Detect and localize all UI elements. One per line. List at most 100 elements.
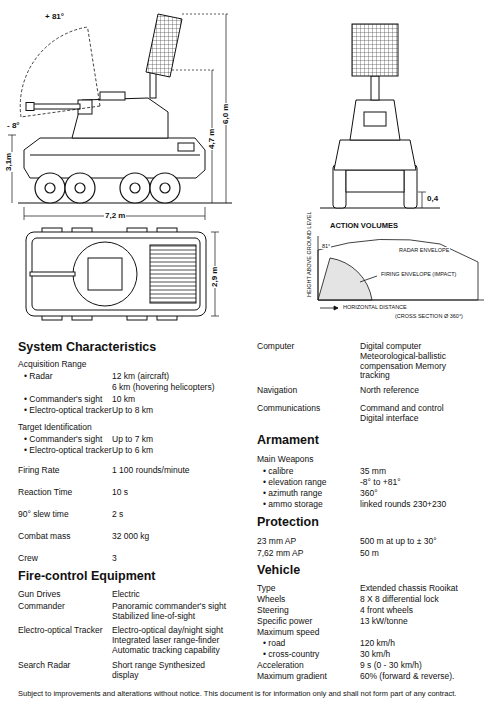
spec-text: • Electro-optical tracker [24,446,112,456]
spec-text: 10 s [112,488,128,498]
spec-text: • calibre [263,467,293,477]
spec-text: Gun Drives [18,590,61,600]
spec-text: Extended chassis Rooikat [360,584,458,594]
section-heading: Armament [257,433,319,447]
wheels [35,173,180,203]
turret-roof [88,258,122,290]
spec-text: Command and control Digital interface [360,404,455,424]
wheel [120,173,150,203]
spec-text: Wheels [257,595,285,605]
spec-text: Panoramic commander's sight Stabilized l… [112,602,237,622]
spec-text: Target Identification [18,423,92,433]
gun-barrel [30,272,75,276]
spec-text: Up to 6 km [112,446,153,456]
spec-text: 3 [112,554,117,564]
dimension-label: 2,9 m [210,266,219,288]
radar-antenna [352,24,398,76]
sight [100,92,125,100]
spec-text: Short range Synthesized display [112,661,207,681]
elevation-arc [20,27,87,117]
dim-tick [205,207,206,220]
front-view [320,24,440,208]
spec-text: Maximum gradient [257,672,327,682]
spec-text: • azimuth range [263,489,322,499]
axis [318,236,319,300]
hub [45,183,55,193]
spec-text: • Electro-optical tracker [24,406,112,416]
depression-line [21,106,100,117]
figure-heading: ACTION VOLUMES [330,222,398,231]
spec-text: Acquisition Range [18,360,87,370]
spec-text: 1 100 rounds/minute [112,466,190,476]
dimension-label: 3,1m [4,152,13,172]
dimension-label: 4,7 m [207,128,216,150]
spec-text: • road [263,639,285,649]
spec-text: Firing Rate [18,466,60,476]
dim-tick [211,232,219,233]
turret [72,98,168,138]
dim-line [422,192,423,208]
dimension-label: 0,4 [426,194,439,203]
spec-text: North reference [360,386,419,396]
hull-outline [26,232,206,316]
spec-text: Electric [112,590,140,600]
hull-hatch [178,143,194,151]
spec-text: Main Weapons [257,455,314,465]
spec-text: 360° [360,489,378,499]
spec-text: Digital computer Meteorological-ballisti… [360,342,478,381]
spec-text: 30 km/h [360,650,390,660]
spec-text: • Commander's sight [24,435,102,445]
spec-text: 2 s [112,510,123,520]
spec-text: • Radar [24,372,53,382]
radar-envelope [318,239,478,300]
spec-text: Maximum speed [257,628,319,638]
arrow-head [334,306,338,310]
chart-label: RADAR ENVELOPE [398,247,450,253]
spec-text: Electro-optical Tracker [18,626,103,636]
spec-text: Steering [257,606,289,616]
chart-label: (CROSS SECTION Ø 360°) [394,313,464,319]
spec-text: Communications [257,404,320,414]
spec-text: 32 000 kg [112,532,149,542]
dim-leader [182,14,230,15]
dim-tick [211,316,219,317]
elevation-line [88,27,101,106]
engine-grille [150,245,196,303]
spec-text: 6 km (hovering helicopters) [112,383,215,393]
dimension-label: 6,0 m [221,103,230,125]
plan-view [26,228,219,320]
section-heading: Protection [257,515,319,529]
turret [350,100,400,140]
spec-text: • Commander's sight [24,395,102,405]
spec-text: Crew [18,554,38,564]
hub [160,183,170,193]
spec-text: Combat mass [18,532,70,542]
spec-text: • ammo storage [263,500,323,510]
spec-text: 23 mm AP [257,537,296,547]
dimension-label: + 81° [44,12,65,21]
spec-text: 90° slew time [18,510,69,520]
spec-text: 12 km (aircraft) [112,372,169,382]
muzzle [26,103,34,111]
section-heading: System Characteristics [18,340,156,354]
hub [130,183,140,193]
spec-text: • cross-country [263,650,319,660]
dim-leader [172,70,216,71]
hull [334,140,416,170]
spec-text: Commander [18,602,65,612]
spec-text: 4 front wheels [360,606,413,616]
spec-text: Up to 8 km [112,406,153,416]
chart-label: HEIGHT ABOVE GROUND LEVEL [306,211,312,298]
gun-barrel [32,104,80,109]
spec-text: linked rounds 230+230 [360,500,446,510]
spec-text: Search Radar [18,661,70,671]
spec-text: 120 km/h [360,639,395,649]
dimension-lines [8,14,230,220]
wheel [65,173,95,203]
wheel [35,173,65,203]
chart-label: FIRING ENVELOPE (IMPACT) [380,271,457,277]
elevation-arcs [20,27,100,117]
chart-label: 81° [321,243,331,249]
spec-text: Up to 7 km [112,435,153,445]
